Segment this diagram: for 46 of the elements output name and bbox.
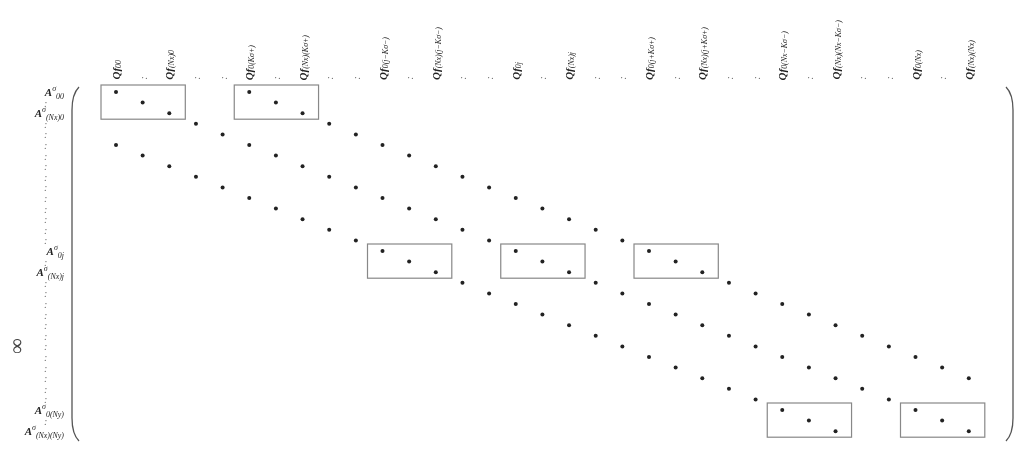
vertical-ellipsis: : xyxy=(44,193,48,203)
vertical-ellipsis: : xyxy=(44,299,48,309)
vertical-ellipsis: : xyxy=(403,76,415,80)
vertical-ellipsis: : xyxy=(44,235,48,245)
vertical-ellipsis: : xyxy=(323,76,335,80)
vertical-ellipsis: : xyxy=(936,76,948,80)
vertical-ellipsis: : xyxy=(44,310,48,320)
vertical-ellipsis: : xyxy=(44,172,48,182)
vertical-ellipsis: : xyxy=(350,76,362,80)
vertical-ellipsis: : xyxy=(44,151,48,161)
vertical-ellipsis: : xyxy=(44,214,48,224)
vertical-ellipsis: : xyxy=(44,204,48,214)
vertical-ellipsis: : xyxy=(44,161,48,171)
vertical-ellipsis: : xyxy=(44,384,48,394)
vertical-ellipsis: : xyxy=(217,76,229,80)
vertical-ellipsis: : xyxy=(670,76,682,80)
vertical-ellipsis: : xyxy=(44,225,48,235)
vertical-ellipsis: : xyxy=(44,373,48,383)
vertical-ellipsis: : xyxy=(44,288,48,298)
vertical-ellipsis: : xyxy=(590,76,602,80)
vertical-ellipsis: : xyxy=(44,394,48,404)
vertical-ellipsis: : xyxy=(44,257,48,267)
vertical-ellipsis: : xyxy=(44,140,48,150)
vertical-ellipsis: : xyxy=(456,76,468,80)
vertical-ellipsis: : xyxy=(750,76,762,80)
vertical-ellipsis: : xyxy=(616,76,628,80)
vertical-ellipsis: : xyxy=(44,98,48,108)
vertical-ellipsis: : xyxy=(44,363,48,373)
vertical-ellipsis: : xyxy=(190,76,202,80)
vertical-ellipsis: : xyxy=(856,76,868,80)
vertical-ellipsis: : xyxy=(723,76,735,80)
vertical-ellipsis: : xyxy=(44,352,48,362)
vertical-ellipsis: : xyxy=(270,76,282,80)
vertical-ellipsis: : xyxy=(44,278,48,288)
vertical-ellipsis: : xyxy=(44,331,48,341)
vertical-ellipsis: : xyxy=(137,76,149,80)
vertical-ellipsis: : xyxy=(483,76,495,80)
vertical-ellipsis: : xyxy=(44,341,48,351)
vertical-ellipsis: : xyxy=(44,416,48,426)
vertical-ellipsis: : xyxy=(44,320,48,330)
infinity-symbol: ∞ xyxy=(7,338,29,355)
vertical-ellipsis: : xyxy=(803,76,815,80)
vertical-ellipsis: : xyxy=(44,129,48,139)
vertical-ellipsis: : xyxy=(883,76,895,80)
vertical-ellipsis: : xyxy=(44,182,48,192)
vertical-ellipsis: : xyxy=(536,76,548,80)
